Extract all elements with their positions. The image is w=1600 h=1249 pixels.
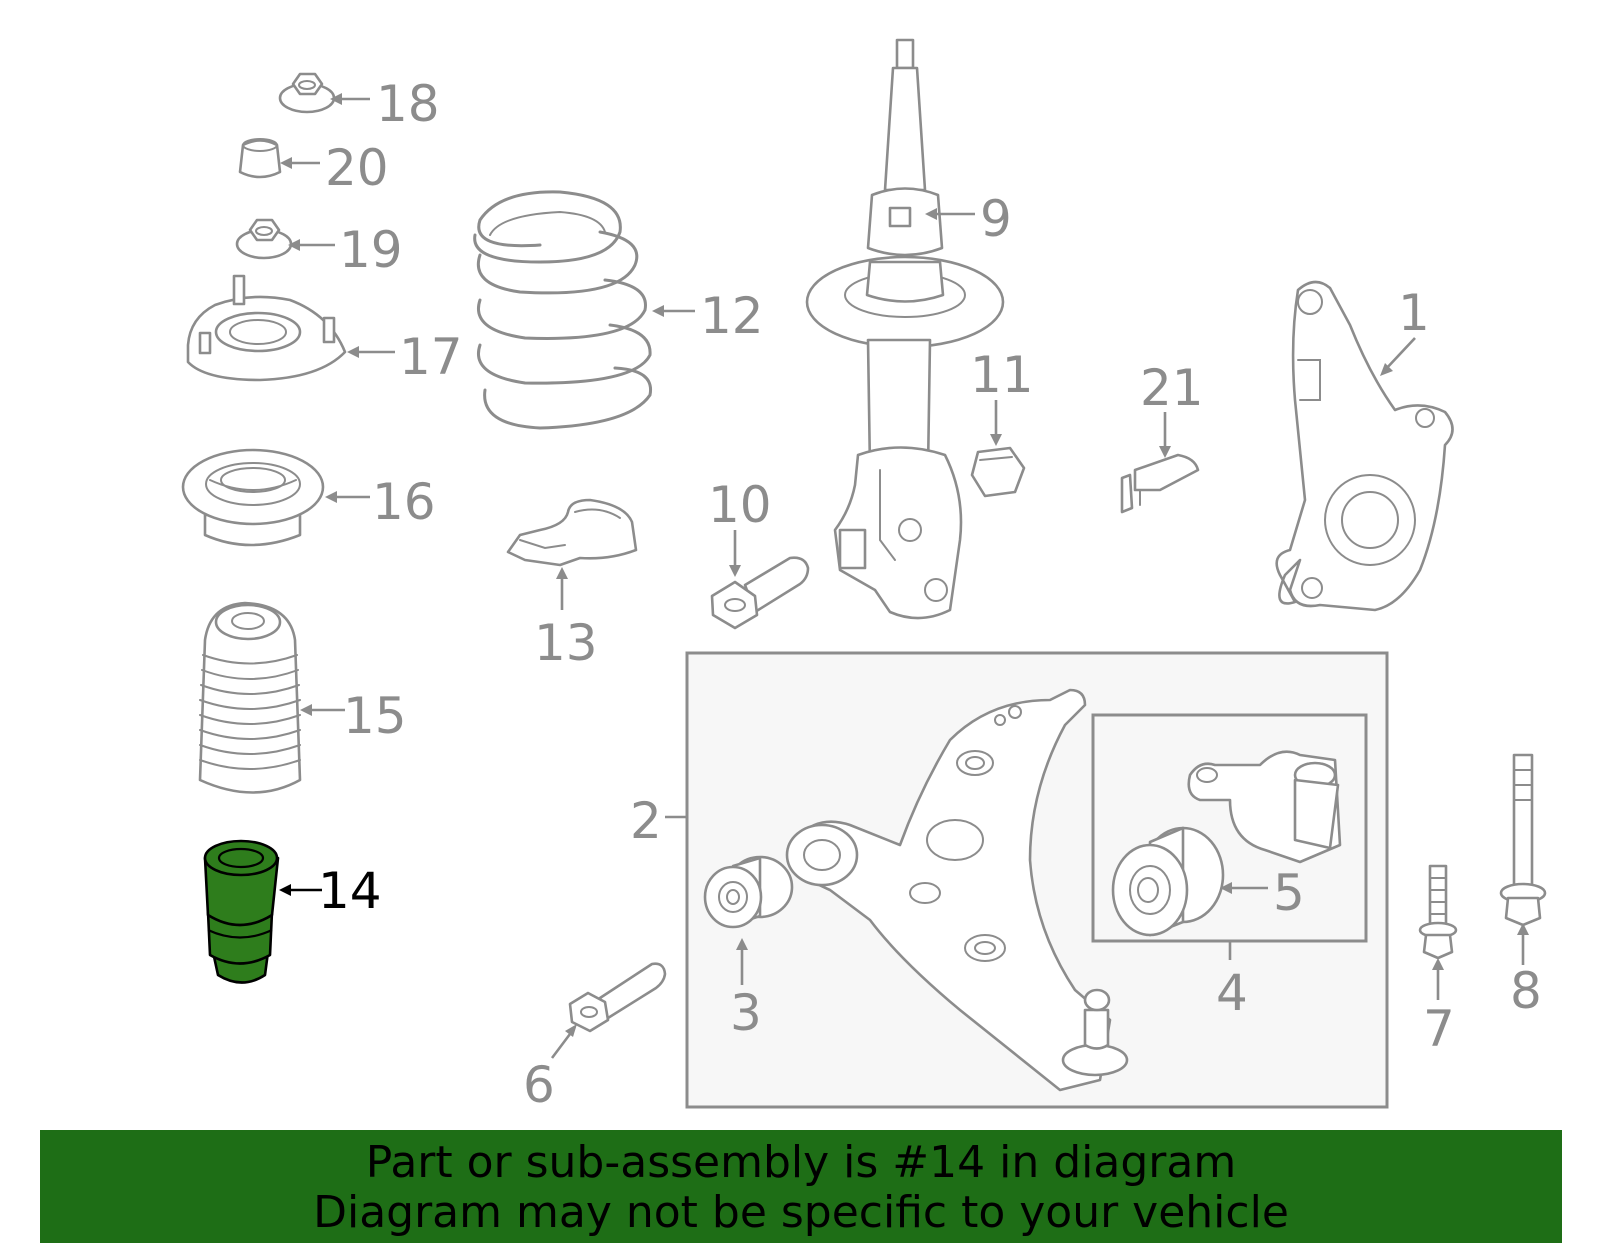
callout-16: 16 [372,473,436,531]
callout-15: 15 [343,687,407,745]
part-20-cap[interactable] [238,138,282,179]
part-11-nut[interactable] [970,446,1026,498]
callout-21: 21 [1140,359,1204,417]
callout-20: 20 [325,139,389,197]
callout-11: 11 [970,346,1034,404]
part-8-bolt[interactable] [1499,753,1547,927]
part-12-coil-spring[interactable] [473,190,653,430]
part-18-flange-nut[interactable] [278,72,336,114]
part-6-bolt[interactable] [568,962,667,1033]
callout-7: 7 [1423,1000,1455,1058]
part-19-flange-nut[interactable] [235,218,293,260]
part-5-bushing[interactable] [1111,826,1225,937]
part-2-lower-control-arm[interactable] [785,688,1129,1092]
banner-line-1: Part or sub-assembly is #14 in diagram [365,1137,1237,1188]
banner-line-2: Diagram may not be specific to your vehi… [313,1187,1289,1238]
callout-4: 4 [1216,964,1248,1022]
callout-10: 10 [708,476,772,534]
callout-9: 9 [980,190,1012,248]
callout-14: 14 [318,862,382,920]
part-9-strut-assembly[interactable] [805,38,1005,620]
part-10-bolt[interactable] [710,556,810,630]
part-4-bushing-bracket[interactable] [1187,750,1342,864]
callout-6: 6 [523,1056,555,1114]
callout-2: 2 [630,792,662,850]
part-1-steering-knuckle[interactable] [1275,280,1454,612]
callout-18: 18 [376,75,440,133]
callout-17: 17 [399,328,463,386]
part-15-dust-boot[interactable] [198,601,302,794]
part-14-bump-stop[interactable] [203,839,280,984]
part-13-spring-isolator[interactable] [506,498,638,567]
part-3-bushing[interactable] [703,855,794,929]
info-banner: Part or sub-assembly is #14 in diagram D… [40,1130,1562,1243]
callout-8: 8 [1510,962,1542,1020]
callout-3: 3 [730,984,762,1042]
callout-19: 19 [339,221,403,279]
callout-1: 1 [1398,284,1430,342]
part-16-spring-seat[interactable] [181,448,325,547]
callout-13: 13 [534,614,598,672]
part-17-strut-mount[interactable] [186,274,347,382]
part-7-bolt[interactable] [1418,864,1458,960]
callout-12: 12 [700,287,764,345]
callout-5: 5 [1273,864,1305,922]
part-21-bracket[interactable] [1120,453,1200,514]
